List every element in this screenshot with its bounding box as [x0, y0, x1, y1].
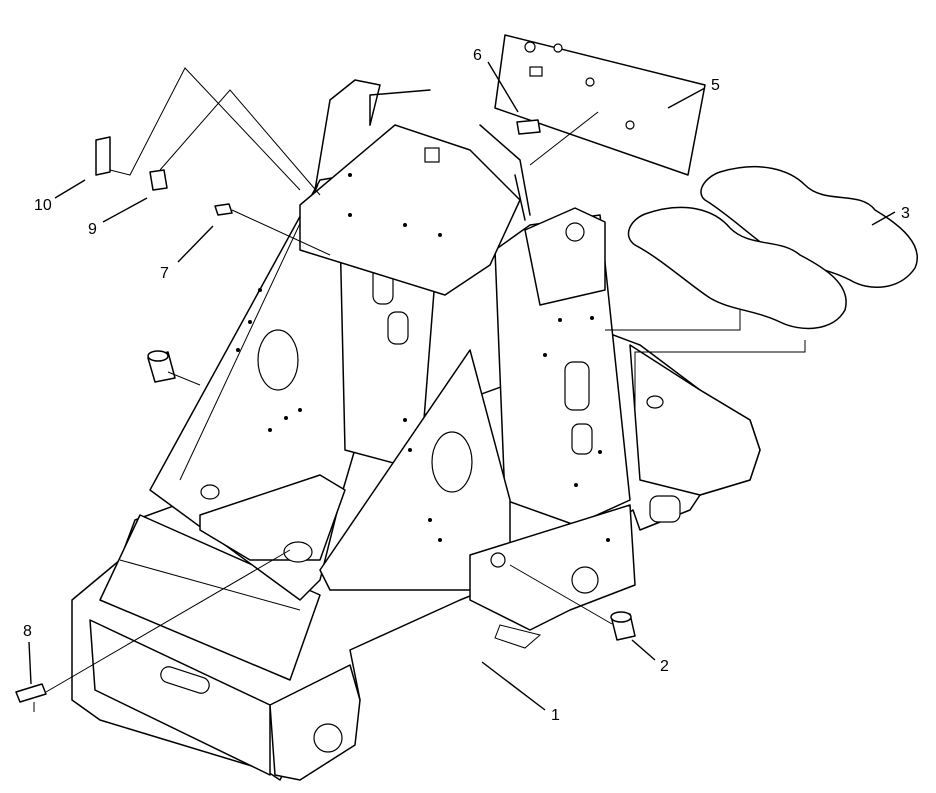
leader-1: [481, 661, 546, 711]
callout-10: 10: [34, 197, 52, 214]
leader-3: [871, 211, 896, 226]
callout-7: 7: [160, 265, 169, 282]
part-6-small-decal: [516, 119, 541, 135]
callout-labels: 1 2 3 5 6 7 8 9 10: [23, 47, 910, 724]
part-10-block: [95, 67, 301, 191]
callout-9: 9: [88, 221, 97, 238]
callout-6: 6: [473, 47, 482, 64]
part-7-block: [214, 203, 331, 256]
leader-9: [102, 197, 148, 223]
leader-10: [54, 179, 86, 199]
bushing-left: [147, 350, 201, 386]
leader-2: [631, 639, 656, 661]
callout-8: 8: [23, 623, 32, 640]
part-5-decal-sheet: [494, 34, 706, 176]
part-3-foam-pads: [605, 165, 918, 415]
callout-2: 2: [660, 658, 669, 675]
callout-5: 5: [711, 77, 720, 94]
leader-7: [177, 225, 214, 263]
leader-6: [487, 61, 519, 113]
callout-1: 1: [551, 707, 560, 724]
leader-5: [667, 87, 706, 109]
part-9-block: [149, 89, 321, 196]
callout-3: 3: [901, 205, 910, 222]
part-2-bushings: [147, 350, 636, 641]
bushing-right: [509, 564, 636, 641]
leader-lines: [28, 61, 896, 711]
rivet-holes: [236, 173, 610, 542]
main-frame: [71, 79, 761, 781]
leader-8: [28, 641, 32, 685]
part-8-plate: [15, 549, 291, 712]
